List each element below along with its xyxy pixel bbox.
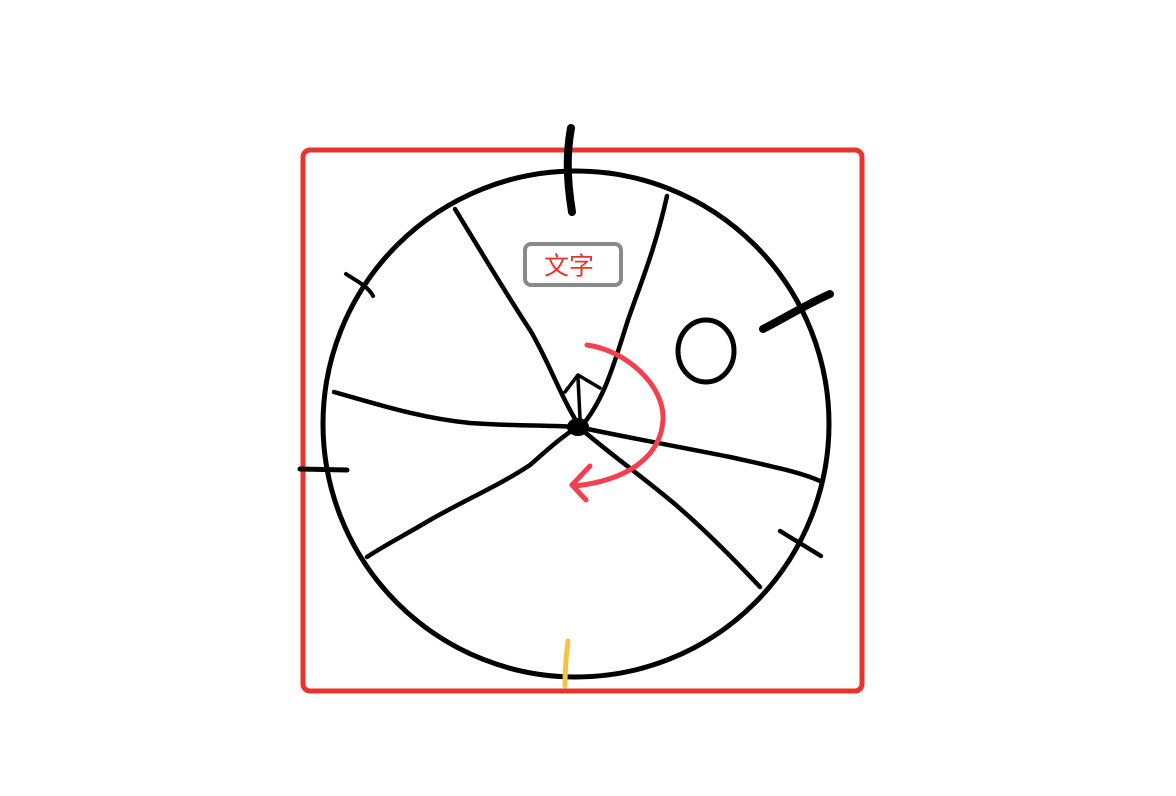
wheel-label-box: 文字 xyxy=(523,242,623,287)
spoke-right xyxy=(575,424,823,484)
outer-frame xyxy=(300,147,865,694)
rim-ticks xyxy=(297,124,834,689)
tick-top xyxy=(563,124,576,216)
tick-bottom-right xyxy=(777,528,824,559)
spoke-left xyxy=(331,389,581,430)
tick-bottom xyxy=(562,638,571,689)
tick-left xyxy=(297,466,350,473)
spoke-bottom-right xyxy=(577,425,763,590)
spoke-top-right xyxy=(577,193,670,431)
wheel-label-border xyxy=(523,242,623,287)
tick-top-left xyxy=(344,272,375,298)
wheel-spokes xyxy=(331,193,823,590)
curved-arrow-icon xyxy=(569,342,666,503)
circle-marker-icon xyxy=(675,317,737,385)
tick-top-right xyxy=(759,290,834,333)
up-arrow-icon xyxy=(563,373,602,420)
wheel-label: 文字 xyxy=(544,252,594,281)
wheel-hub xyxy=(567,418,589,436)
spoke-bottom-left xyxy=(364,425,579,560)
spoke-top-left xyxy=(452,206,581,427)
wheel-circle xyxy=(320,168,832,680)
